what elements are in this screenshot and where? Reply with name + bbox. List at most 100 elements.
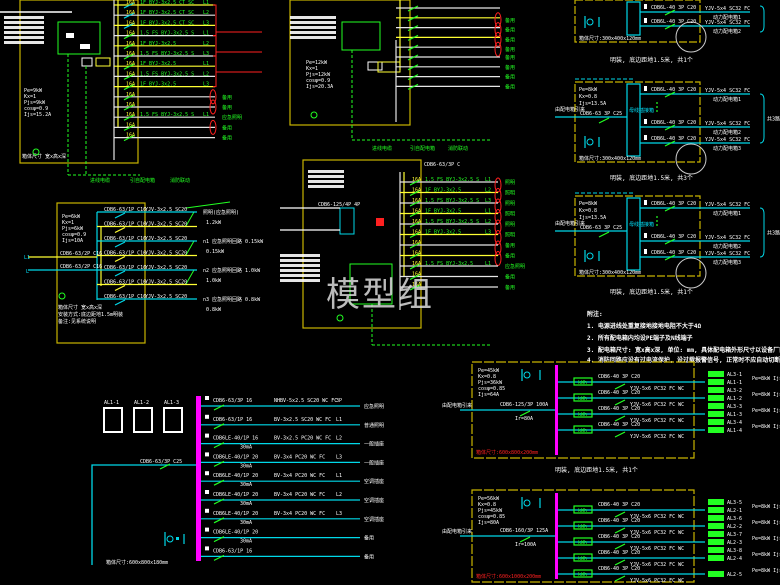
load-parameter: Kx=1 — [62, 220, 74, 226]
breaker-model: CDB6-63/1P C16 — [104, 207, 146, 213]
load-name: 照明 — [505, 233, 515, 239]
breaker-symbol-icon — [664, 254, 676, 261]
panel-frame — [574, 0, 701, 43]
load-parameter: Ijs=10A — [62, 238, 83, 244]
box-size-note: 箱体尺寸:300x400x120mm — [579, 269, 641, 276]
incoming-breaker: CDB6-125/3P 100A — [500, 402, 548, 408]
breaker-symbol-icon — [213, 554, 225, 561]
cable-spec: 1F BYJ-3x2.5 CT SC — [140, 10, 194, 16]
breaker-model: CDB6-40 3P C20 — [598, 374, 640, 380]
breaker-rating: 16A — [126, 102, 135, 108]
header-text-block — [280, 279, 320, 282]
cable-spec: 1F BYJ-3x2.5 CT SC — [140, 20, 194, 26]
kwh-label: kWh — [578, 540, 587, 546]
terminal-block — [95, 57, 111, 67]
target-panel-code: AL1-3 — [727, 412, 742, 418]
breaker-model: CDB6-63/3P 16 — [213, 398, 252, 404]
meter-circle — [523, 499, 531, 507]
target-panel-code: AL2-3 — [727, 540, 742, 546]
load-name: 动力配电箱2 — [713, 28, 741, 35]
breaker-symbol-icon — [123, 94, 135, 101]
breaker-symbol-icon — [664, 124, 676, 131]
breaker-rating: 16A — [412, 261, 421, 267]
breaker-symbol-icon — [664, 91, 676, 98]
breaker-symbol-icon — [409, 189, 421, 197]
target-panel-code: AL2-2 — [727, 524, 742, 530]
breaker-symbol-icon — [213, 517, 225, 524]
breaker-symbol-icon — [664, 9, 676, 16]
breaker-symbol-icon — [409, 200, 421, 207]
control-label: 消防联动 — [448, 145, 468, 152]
incoming-label: 由配电箱引来 — [442, 528, 472, 535]
cable-spec: 1.5 FS BYJ-3x2.5 S — [140, 71, 194, 77]
target-panel-code: AL3-6 — [727, 516, 742, 522]
rcd-rating: 30mA — [240, 539, 252, 545]
feeder-row: 备用 — [396, 41, 515, 57]
meter-symbol-icon — [584, 136, 600, 148]
kwh-meter-box — [573, 409, 593, 418]
cable-spec: YJV-5x6 PC32 FC WC — [630, 386, 684, 392]
breaker-model: CDB6-63/1P C16 — [104, 294, 146, 300]
cable-spec: 1F BYJ-3x2.5 — [140, 41, 176, 47]
breaker-symbol-icon — [123, 43, 135, 50]
cable-spec: 1F BYJ-3x2.5 — [425, 209, 461, 215]
kwh-meter-icon — [644, 200, 647, 205]
earth-symbol-icon — [58, 292, 66, 300]
incoming-breaker: CDB6-63/3P C25 — [140, 459, 182, 465]
target-panel-code: AL2-5 — [727, 572, 742, 578]
checkbox-marker-icon — [205, 396, 209, 400]
cable-spec: 1F BYJ-3x2.5 CT SC — [140, 0, 194, 6]
notes-title: 附注: — [587, 310, 603, 318]
phase-input: L — [26, 269, 29, 275]
rcd-rating: 30mA — [240, 445, 252, 451]
breaker-symbol-icon — [407, 5, 419, 12]
load-parameter: Pe=8kW — [579, 87, 598, 93]
breaker-symbol-icon — [614, 559, 626, 566]
load-name: 备用 — [505, 74, 515, 81]
load-name: 备用 — [505, 54, 515, 61]
rcd-rating: 30mA — [240, 501, 252, 507]
breaker-symbol-icon — [114, 255, 126, 263]
box-size-note: 箱体尺寸:600x1000x200mm — [476, 573, 541, 580]
breaker-model: CDB6-63/1P C16 — [104, 280, 146, 286]
meter-symbol-icon — [584, 250, 600, 262]
incoming-label: 由配电箱引来 — [555, 106, 585, 113]
magenta-busbar — [555, 365, 558, 455]
breaker-symbol-icon — [123, 12, 135, 19]
breaker-rating: 16A — [412, 198, 421, 204]
load-parameter: Pjs=12kW — [306, 72, 331, 78]
load-name: 动力配电箱1 — [713, 14, 741, 21]
target-load: Pe=8kW Ijs=14.3A — [752, 424, 780, 430]
target-panel-code: AL3-3 — [727, 404, 742, 410]
cable-spec: YJV-5x6 PC32 FC WC — [630, 434, 684, 440]
breaker-symbol-icon — [664, 205, 676, 212]
cable-spec: YJV-3x2.5 SC20 — [145, 222, 187, 228]
header-text-block — [4, 41, 44, 44]
breaker-model: CDB6L-40 3P C20 — [651, 19, 696, 25]
load-parameter: Pjs=36kW — [478, 380, 503, 386]
breaker-symbol-icon — [213, 404, 225, 411]
load-parameter: Kx=1 — [24, 94, 36, 100]
phase-marker-icon — [494, 12, 502, 28]
breaker-model: CDB6-40 3P C20 — [598, 422, 640, 428]
target-panel-marker — [708, 499, 724, 505]
load-name: n1 应急照明回路 0.15kW — [203, 238, 264, 245]
phase-label: L1 — [203, 61, 209, 67]
incoming-breaker: CDB6-125/4P 4P — [318, 202, 360, 208]
header-text-block — [4, 31, 44, 34]
breaker-symbol-icon — [213, 423, 225, 430]
breaker-symbol-icon — [409, 210, 421, 218]
feeder-row: 备用 — [396, 31, 515, 47]
legend-symbol-icon — [133, 407, 153, 433]
target-load: Pe=8kW Ijs=14.3A — [752, 392, 780, 398]
breaker-rating: 16A — [412, 219, 421, 225]
